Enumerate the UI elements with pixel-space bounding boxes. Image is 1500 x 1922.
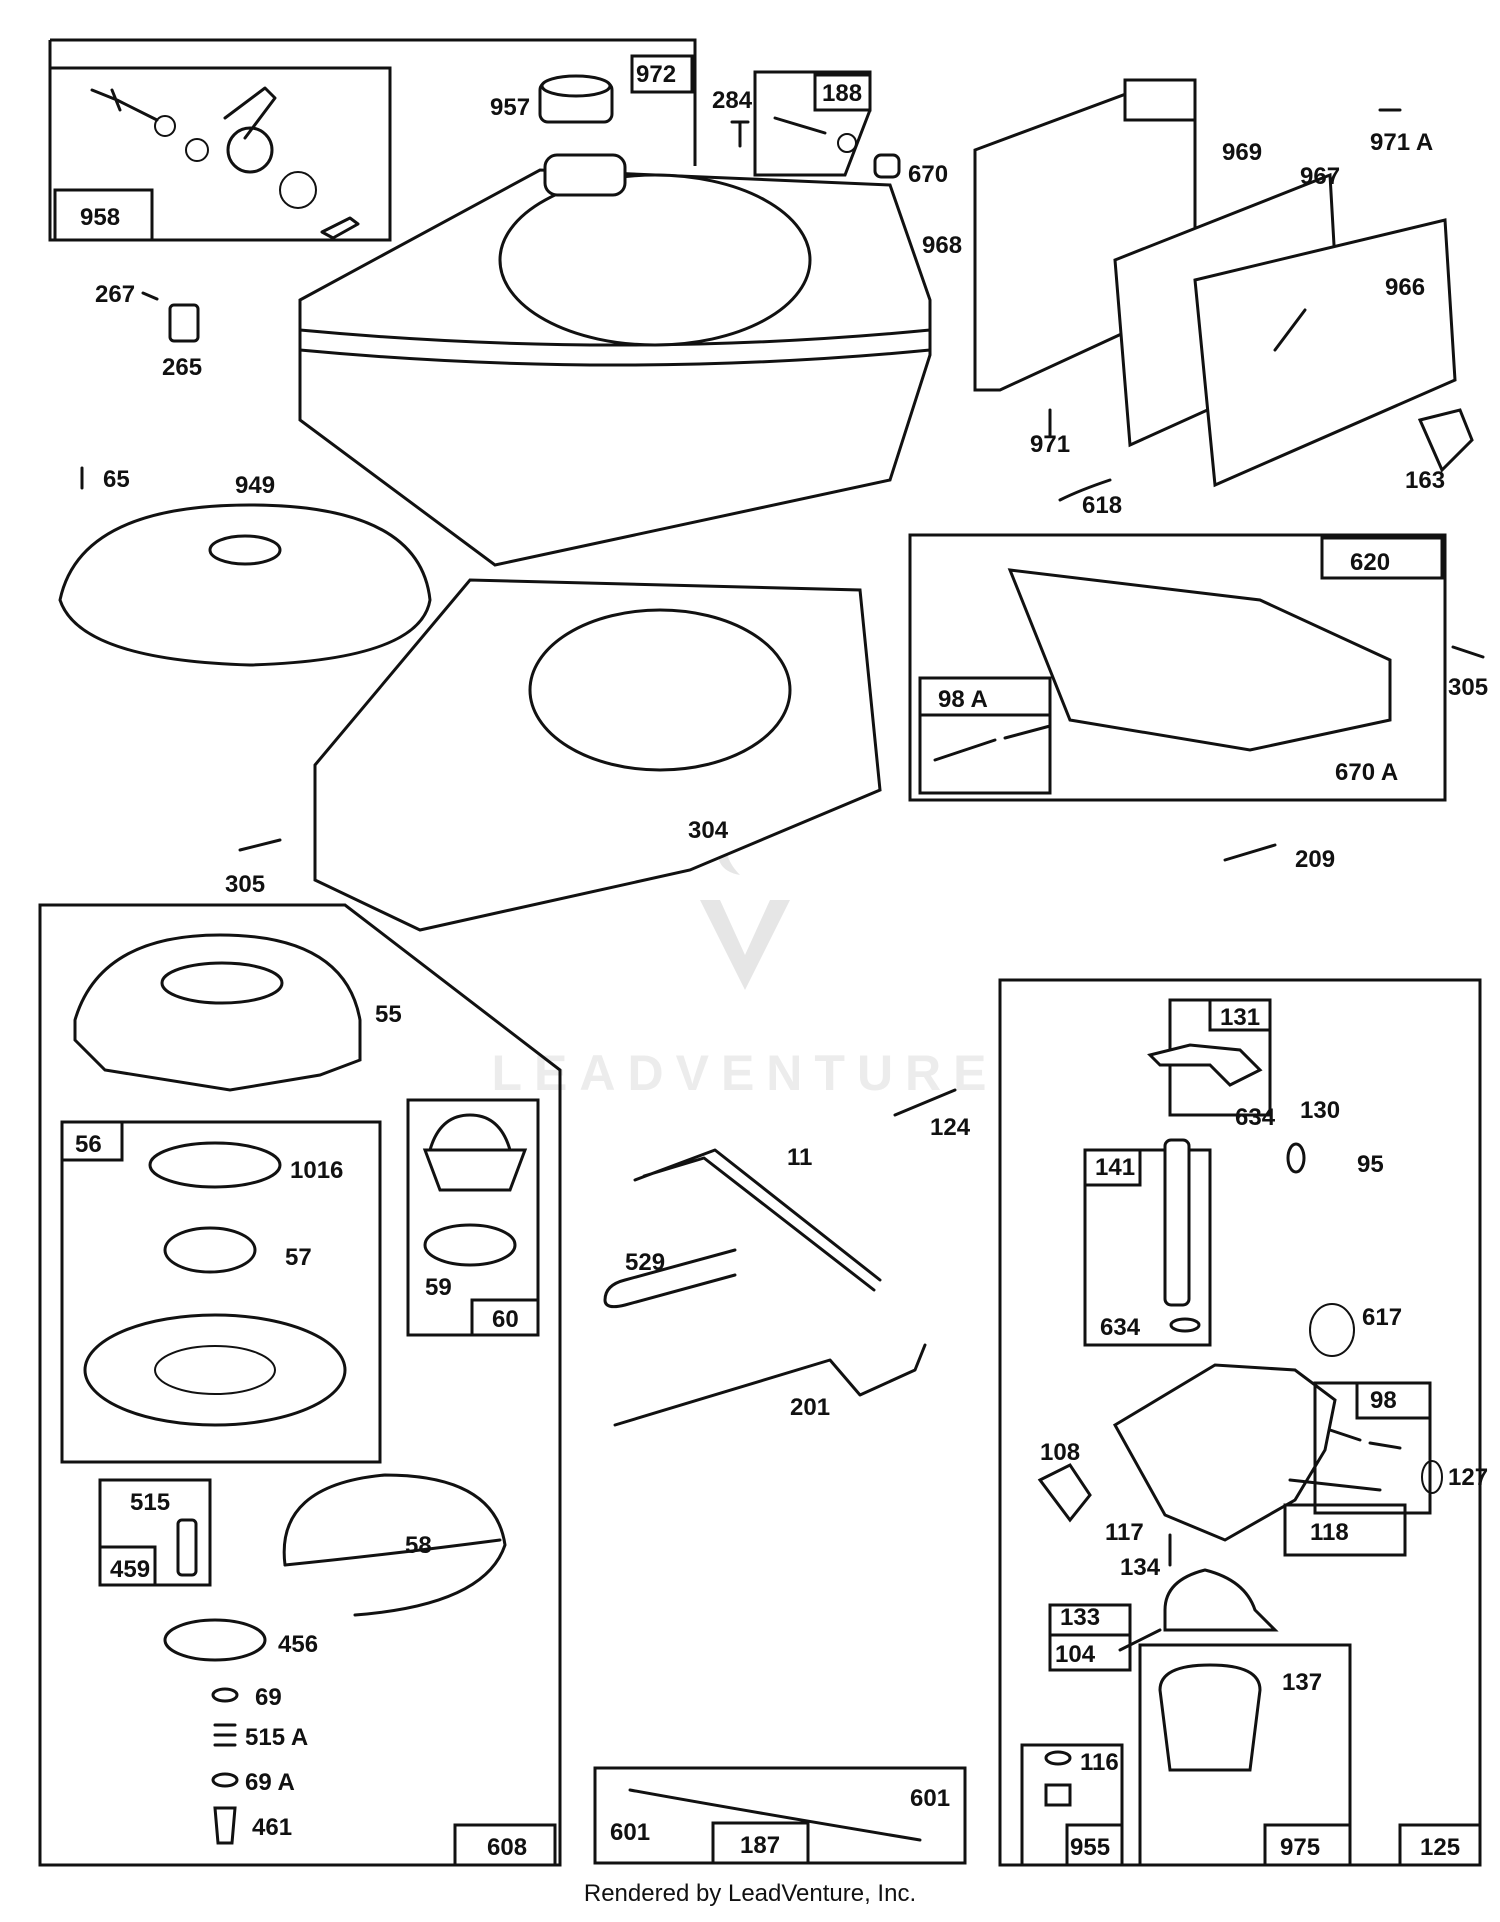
label-634-top: 634: [1235, 1104, 1276, 1131]
label-69: 69: [255, 1684, 282, 1711]
label-118: 118: [1310, 1519, 1349, 1546]
label-267: 267: [95, 281, 135, 308]
kit-620-box: [908, 533, 1447, 802]
label-618: 618: [1082, 492, 1122, 519]
label-209: 209: [1295, 846, 1335, 873]
label-972: 972: [636, 61, 676, 88]
screw-305-right: [1451, 645, 1485, 659]
label-95: 95: [1357, 1151, 1384, 1178]
screw-124: [893, 1088, 957, 1117]
label-304: 304: [688, 817, 729, 844]
label-617: 617: [1362, 1304, 1402, 1331]
label-98: 98: [1370, 1387, 1397, 1414]
label-670: 670: [908, 161, 948, 188]
watermark-text: LEADVENTURE: [491, 1045, 998, 1101]
kit-187-box: [593, 1766, 967, 1865]
label-515: 515: [130, 1489, 170, 1516]
part-labels: 972 957 284 188 670 958 267 265 969 971 …: [75, 61, 1488, 1861]
label-265: 265: [162, 354, 202, 381]
label-201: 201: [790, 1394, 830, 1421]
link-618: [1058, 478, 1112, 502]
tube-11: [633, 1148, 882, 1292]
fuel-tank-shroud: [298, 153, 932, 567]
label-188: 188: [822, 80, 862, 107]
label-60: 60: [492, 1306, 519, 1333]
fuel-cap: [538, 74, 614, 124]
label-966: 966: [1385, 274, 1425, 301]
label-949: 949: [235, 472, 275, 499]
watermark-logo: LEADVENTURE: [491, 820, 998, 1101]
tube-529: [603, 1248, 737, 1309]
kit-972-box: [48, 38, 697, 242]
label-305-left: 305: [225, 871, 265, 898]
label-456: 456: [278, 1631, 318, 1658]
spring-209: [1223, 843, 1277, 862]
link-201: [613, 1343, 927, 1427]
label-957: 957: [490, 94, 530, 121]
label-529: 529: [625, 1249, 665, 1276]
label-515A: 515 A: [245, 1724, 308, 1751]
label-187: 187: [740, 1832, 780, 1859]
bushing-670: [873, 153, 901, 179]
label-967: 967: [1300, 163, 1340, 190]
label-131: 131: [1220, 1004, 1260, 1031]
label-1016: 1016: [290, 1157, 343, 1184]
label-284: 284: [712, 87, 753, 114]
label-601-right: 601: [910, 1785, 950, 1812]
label-124: 124: [930, 1114, 971, 1141]
label-975: 975: [1280, 1834, 1320, 1861]
label-69A: 69 A: [245, 1769, 295, 1796]
clip-265: [168, 303, 200, 343]
label-459: 459: [110, 1556, 150, 1583]
label-57: 57: [285, 1244, 312, 1271]
kit-188-box: [753, 70, 872, 177]
label-98A: 98 A: [938, 686, 988, 713]
label-670A: 670 A: [1335, 759, 1398, 786]
air-cleaner-assembly: [973, 78, 1474, 488]
screw-305-left: [238, 838, 282, 852]
kit-608-box: [38, 903, 562, 1867]
label-127: 127: [1448, 1464, 1488, 1491]
label-59: 59: [425, 1274, 452, 1301]
label-117: 117: [1105, 1519, 1144, 1546]
label-55: 55: [375, 1001, 402, 1028]
label-116: 116: [1080, 1749, 1119, 1776]
label-971A: 971 A: [1370, 129, 1433, 156]
label-958: 958: [80, 204, 120, 231]
label-56: 56: [75, 1131, 102, 1158]
label-601-left: 601: [610, 1819, 650, 1846]
label-608: 608: [487, 1834, 527, 1861]
footer-credit: Rendered by LeadVenture, Inc.: [583, 1880, 917, 1907]
label-969: 969: [1222, 139, 1262, 166]
screw-267: [141, 291, 159, 301]
label-163: 163: [1405, 467, 1445, 494]
label-108: 108: [1040, 1439, 1080, 1466]
label-137: 137: [1282, 1669, 1322, 1696]
label-971: 971: [1030, 431, 1070, 458]
label-11: 11: [787, 1144, 812, 1171]
blower-housing-304: [313, 578, 882, 932]
label-133: 133: [1060, 1604, 1100, 1631]
label-955: 955: [1070, 1834, 1110, 1861]
label-58: 58: [405, 1532, 432, 1559]
label-134: 134: [1120, 1554, 1161, 1581]
rewind-cover-949: [58, 503, 432, 667]
label-130: 130: [1300, 1097, 1340, 1124]
label-141: 141: [1095, 1154, 1135, 1181]
label-305-right: 305: [1448, 674, 1488, 701]
kit-125-box: [998, 978, 1482, 1867]
label-620: 620: [1350, 549, 1390, 576]
label-461: 461: [252, 1814, 292, 1841]
label-968: 968: [922, 232, 962, 259]
label-125: 125: [1420, 1834, 1460, 1861]
screw-284: [730, 120, 750, 148]
label-634-bottom: 634: [1100, 1314, 1141, 1341]
label-104: 104: [1055, 1641, 1096, 1668]
label-65: 65: [103, 466, 130, 493]
